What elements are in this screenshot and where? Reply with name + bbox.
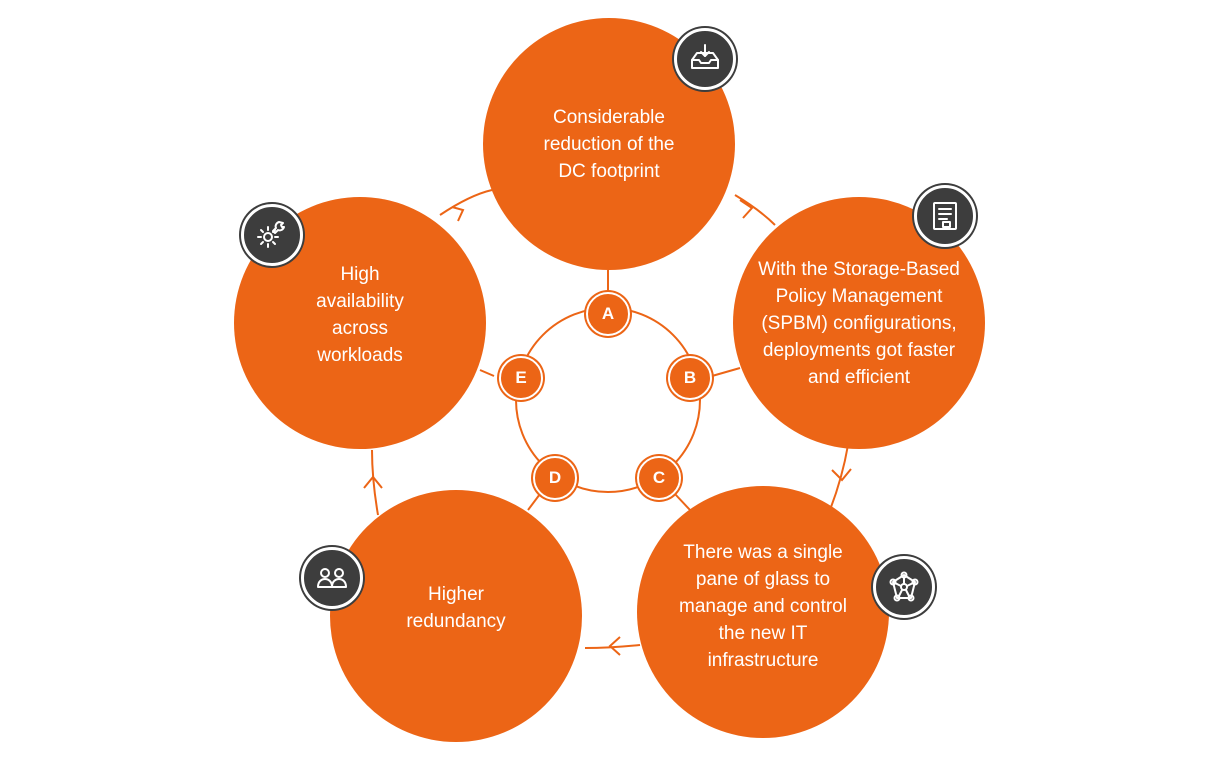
arc-e-to-a xyxy=(439,189,493,216)
circle-d: Higher redundancy xyxy=(330,490,582,742)
circle-e-text: High availability across workloads xyxy=(316,264,404,366)
arc-d-to-e xyxy=(371,449,379,516)
letter-node-c: C xyxy=(637,456,681,500)
letter-node-e: E xyxy=(499,356,543,400)
letter-node-b: B xyxy=(668,356,712,400)
arrowhead-d-e xyxy=(363,475,383,489)
users-icon xyxy=(301,547,363,609)
arc-b-to-c xyxy=(827,444,849,516)
network-hub-icon xyxy=(873,556,935,618)
arc-a-to-b xyxy=(734,194,776,226)
letter-node-a: A xyxy=(586,292,630,336)
circle-b-text: With the Storage-Based Policy Management… xyxy=(758,258,960,388)
circle-a: Considerable reduction of the DC footpri… xyxy=(483,18,735,270)
circle-c: There was a single pane of glass to mana… xyxy=(637,486,889,738)
arrowhead-e-a xyxy=(451,206,465,222)
circle-c-text: There was a single pane of glass to mana… xyxy=(679,541,847,671)
arrowhead-c-d xyxy=(608,636,621,656)
spoke-c xyxy=(674,493,691,511)
circle-e: High availability across workloads xyxy=(234,197,486,449)
document-list-icon xyxy=(914,185,976,247)
inbox-download-icon xyxy=(674,28,736,90)
spoke-b xyxy=(711,367,741,377)
letter-node-d: D xyxy=(533,456,577,500)
gear-wrench-icon xyxy=(241,204,303,266)
circle-d-text: Higher redundancy xyxy=(406,584,506,632)
arrowhead-b-c xyxy=(831,468,852,482)
circle-a-text: Considerable reduction of the DC footpri… xyxy=(543,106,675,182)
spoke-e xyxy=(479,369,495,377)
arrowhead-a-b xyxy=(739,199,754,219)
spoke-d xyxy=(527,493,541,511)
